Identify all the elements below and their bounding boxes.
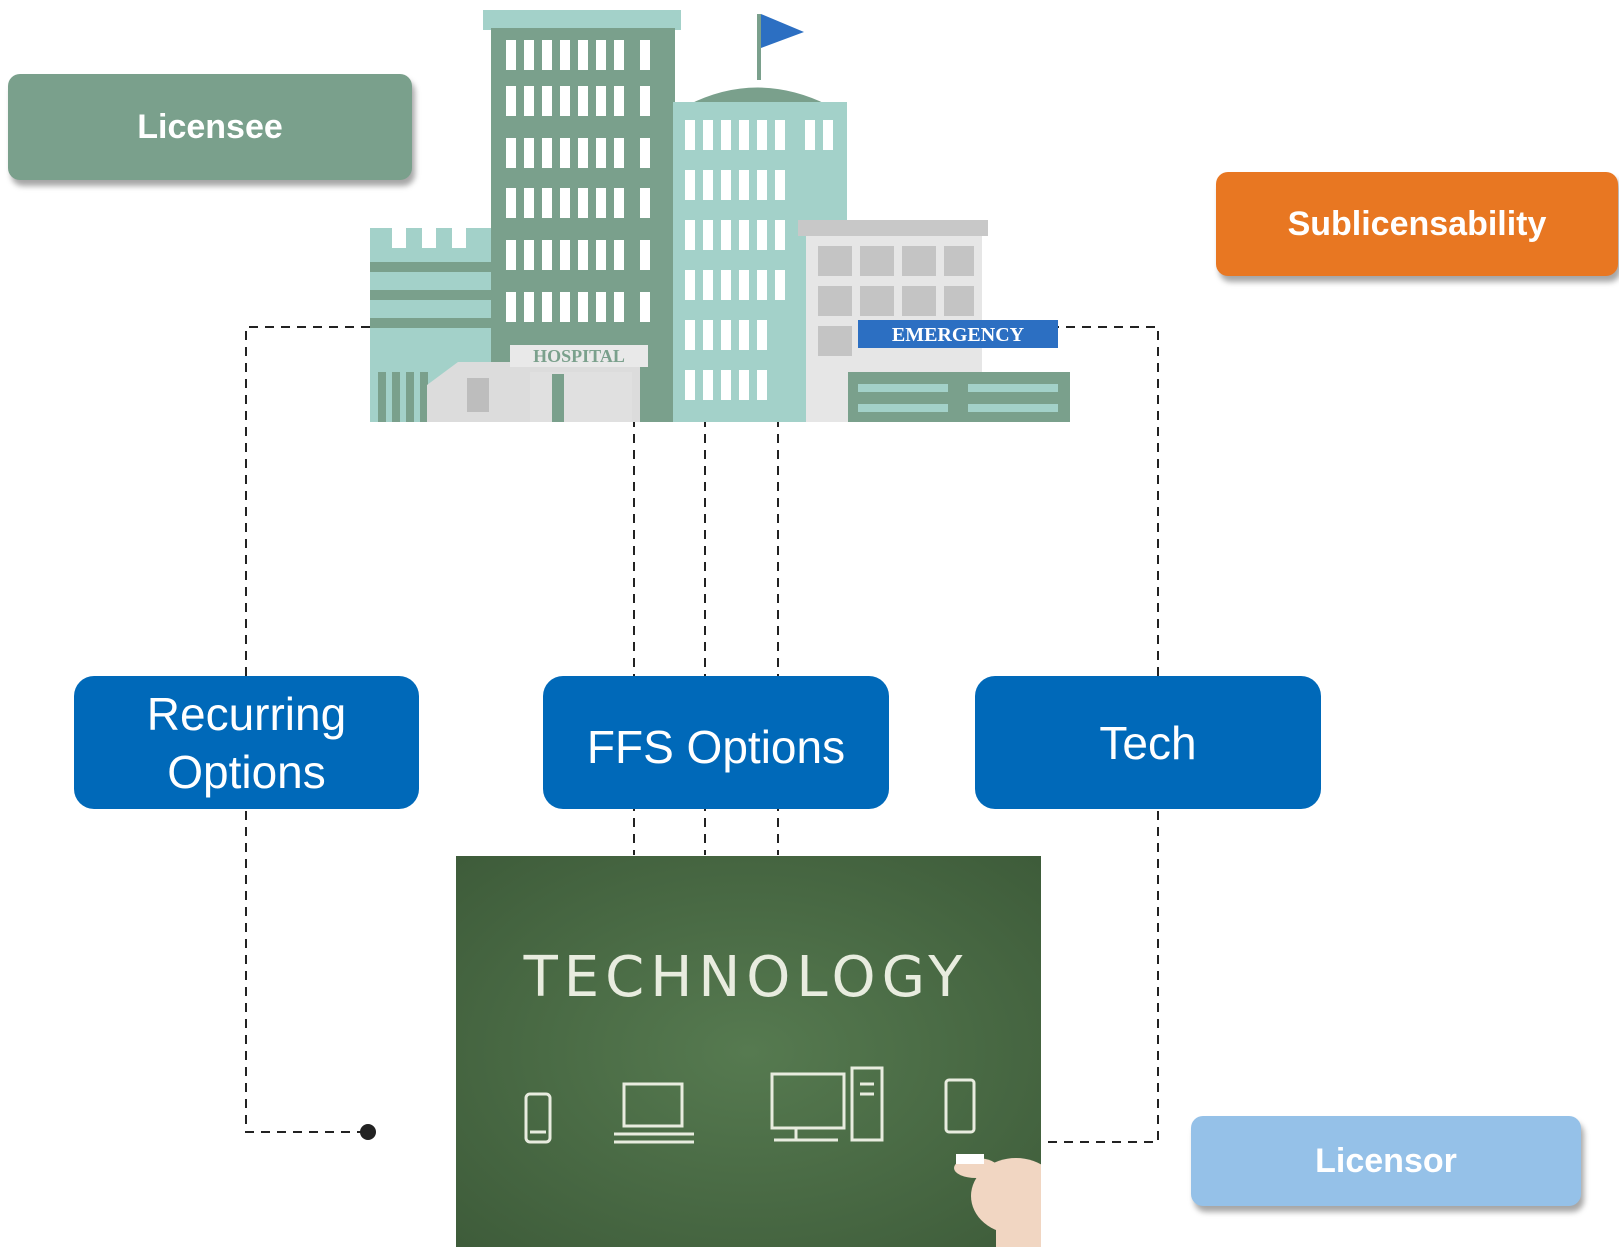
licensee-label: Licensee [8, 74, 412, 180]
sublicensability-label: Sublicensability [1216, 172, 1618, 276]
tablet-icon [944, 1078, 976, 1134]
ffs-options-text: FFS Options [586, 720, 846, 773]
licensee-text: Licensee [137, 107, 283, 146]
licensor-text: Licensor [1315, 1141, 1457, 1180]
recurring-options-line2: Options [167, 745, 326, 798]
tech-text: Tech [1099, 716, 1197, 769]
tech-node: Tech [975, 676, 1321, 809]
hospital-sign-bg [510, 345, 648, 367]
flag-icon [761, 14, 804, 48]
desktop-computer-icon [770, 1066, 884, 1142]
laptop-icon [614, 1082, 694, 1144]
phone-icon [524, 1092, 552, 1144]
technology-chalkboard-image: TECHNOLOGY [456, 856, 1041, 1247]
hospital-sign: HOSPITAL [533, 346, 625, 366]
hand-with-chalk-icon [954, 1154, 1041, 1247]
recurring-options-node: Recurring Options [74, 676, 419, 809]
emergency-sign: EMERGENCY [892, 324, 1025, 346]
chalkboard-word: TECHNOLOGY [523, 945, 969, 1010]
connector-endpoint-dot [360, 1124, 376, 1140]
ffs-options-node: FFS Options [543, 676, 889, 809]
flag-pole [757, 14, 761, 80]
emergency-sign-bg [858, 320, 1058, 348]
recurring-options-line1: Recurring [146, 687, 347, 740]
licensor-label: Licensor [1191, 1116, 1581, 1206]
sublicensability-text: Sublicensability [1287, 204, 1547, 243]
